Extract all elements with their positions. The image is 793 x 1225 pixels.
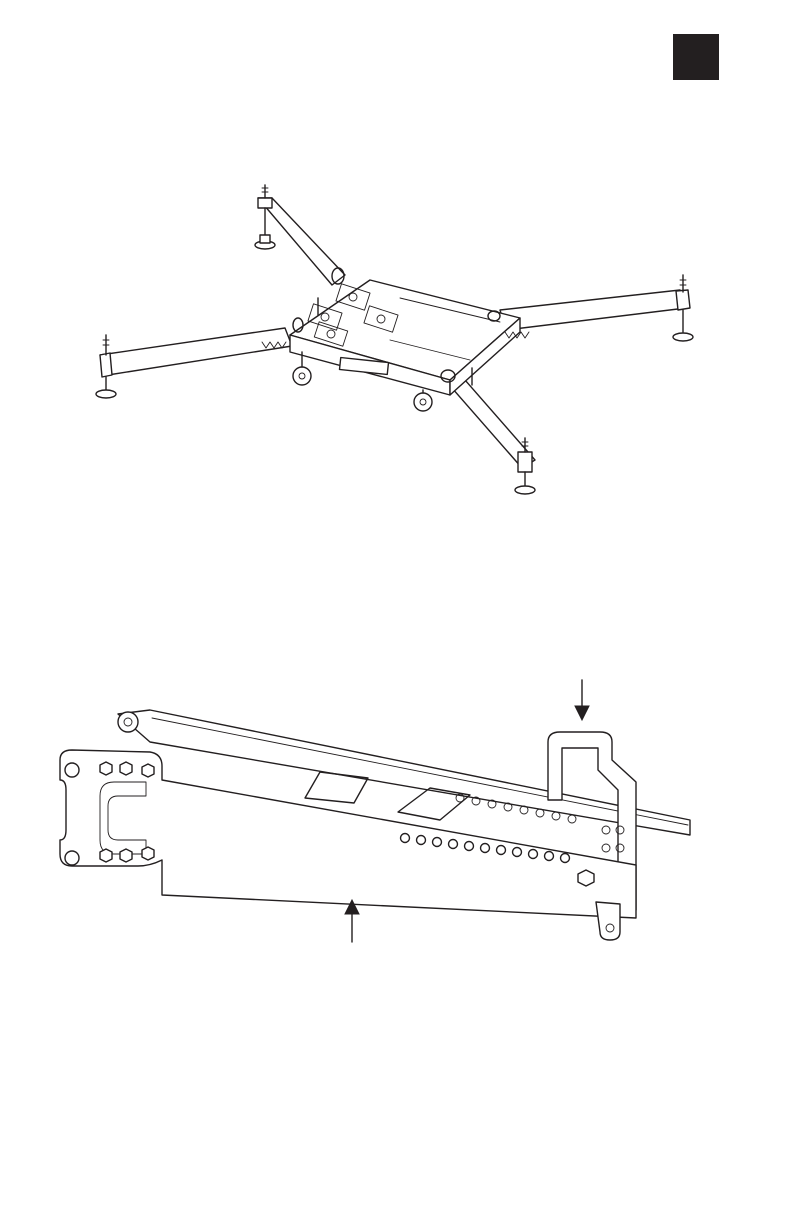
ground-stand-figure — [0, 180, 793, 520]
ground-stand-drawing — [0, 180, 793, 520]
arrow-bottom — [345, 900, 359, 942]
leg-right — [500, 275, 693, 341]
leg-rear-left — [255, 185, 345, 285]
section-tab-marker — [673, 34, 719, 80]
leg-front-left — [96, 328, 292, 398]
arrow-top — [575, 680, 589, 720]
bracket-drawing — [0, 670, 793, 960]
leg-front-right — [445, 372, 535, 494]
bracket-figure — [0, 670, 793, 960]
stand-frame — [290, 268, 520, 395]
